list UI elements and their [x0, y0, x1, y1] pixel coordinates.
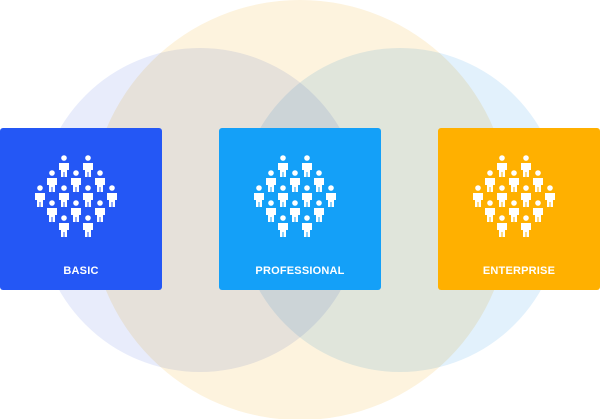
plan-label-enterprise: ENTERPRISE	[482, 265, 556, 277]
person-icon	[533, 200, 543, 222]
person-icon	[83, 185, 93, 207]
person-icon	[314, 200, 324, 222]
person-icon	[47, 200, 57, 222]
person-icon	[509, 170, 519, 192]
person-icon	[59, 215, 69, 237]
person-icon	[485, 200, 495, 222]
person-icon	[545, 185, 555, 207]
person-icon	[278, 155, 288, 177]
person-icon	[302, 215, 312, 237]
person-icon	[314, 170, 324, 192]
person-icon	[95, 170, 105, 192]
person-icon	[326, 185, 336, 207]
person-icon	[473, 185, 483, 207]
person-icon	[509, 200, 519, 222]
person-icon	[521, 215, 531, 237]
person-icon	[521, 185, 531, 207]
plan-card-professional[interactable]: PROFESSIONAL	[219, 128, 381, 290]
person-icon	[497, 185, 507, 207]
person-icon	[266, 200, 276, 222]
person-icon	[278, 185, 288, 207]
people-group-icon	[254, 155, 336, 237]
person-icon	[302, 155, 312, 177]
person-icon	[302, 185, 312, 207]
person-icon	[278, 215, 288, 237]
person-icon	[35, 185, 45, 207]
plan-card-basic[interactable]: BASIC	[0, 128, 162, 290]
plan-card-enterprise[interactable]: ENTERPRISE	[438, 128, 600, 290]
person-icon	[83, 215, 93, 237]
person-icon	[71, 170, 81, 192]
person-icon	[71, 200, 81, 222]
plan-label-basic: BASIC	[63, 265, 99, 277]
people-group-icon	[473, 155, 555, 237]
person-icon	[59, 185, 69, 207]
person-icon	[254, 185, 264, 207]
person-icon	[521, 155, 531, 177]
person-icon	[107, 185, 117, 207]
people-group-icon	[35, 155, 117, 237]
person-icon	[533, 170, 543, 192]
person-icon	[83, 155, 93, 177]
plan-label-professional: PROFESSIONAL	[255, 265, 345, 277]
person-icon	[95, 200, 105, 222]
person-icon	[497, 155, 507, 177]
person-icon	[266, 170, 276, 192]
person-icon	[497, 215, 507, 237]
person-icon	[485, 170, 495, 192]
person-icon	[59, 155, 69, 177]
person-icon	[47, 170, 57, 192]
person-icon	[290, 170, 300, 192]
person-icon	[290, 200, 300, 222]
